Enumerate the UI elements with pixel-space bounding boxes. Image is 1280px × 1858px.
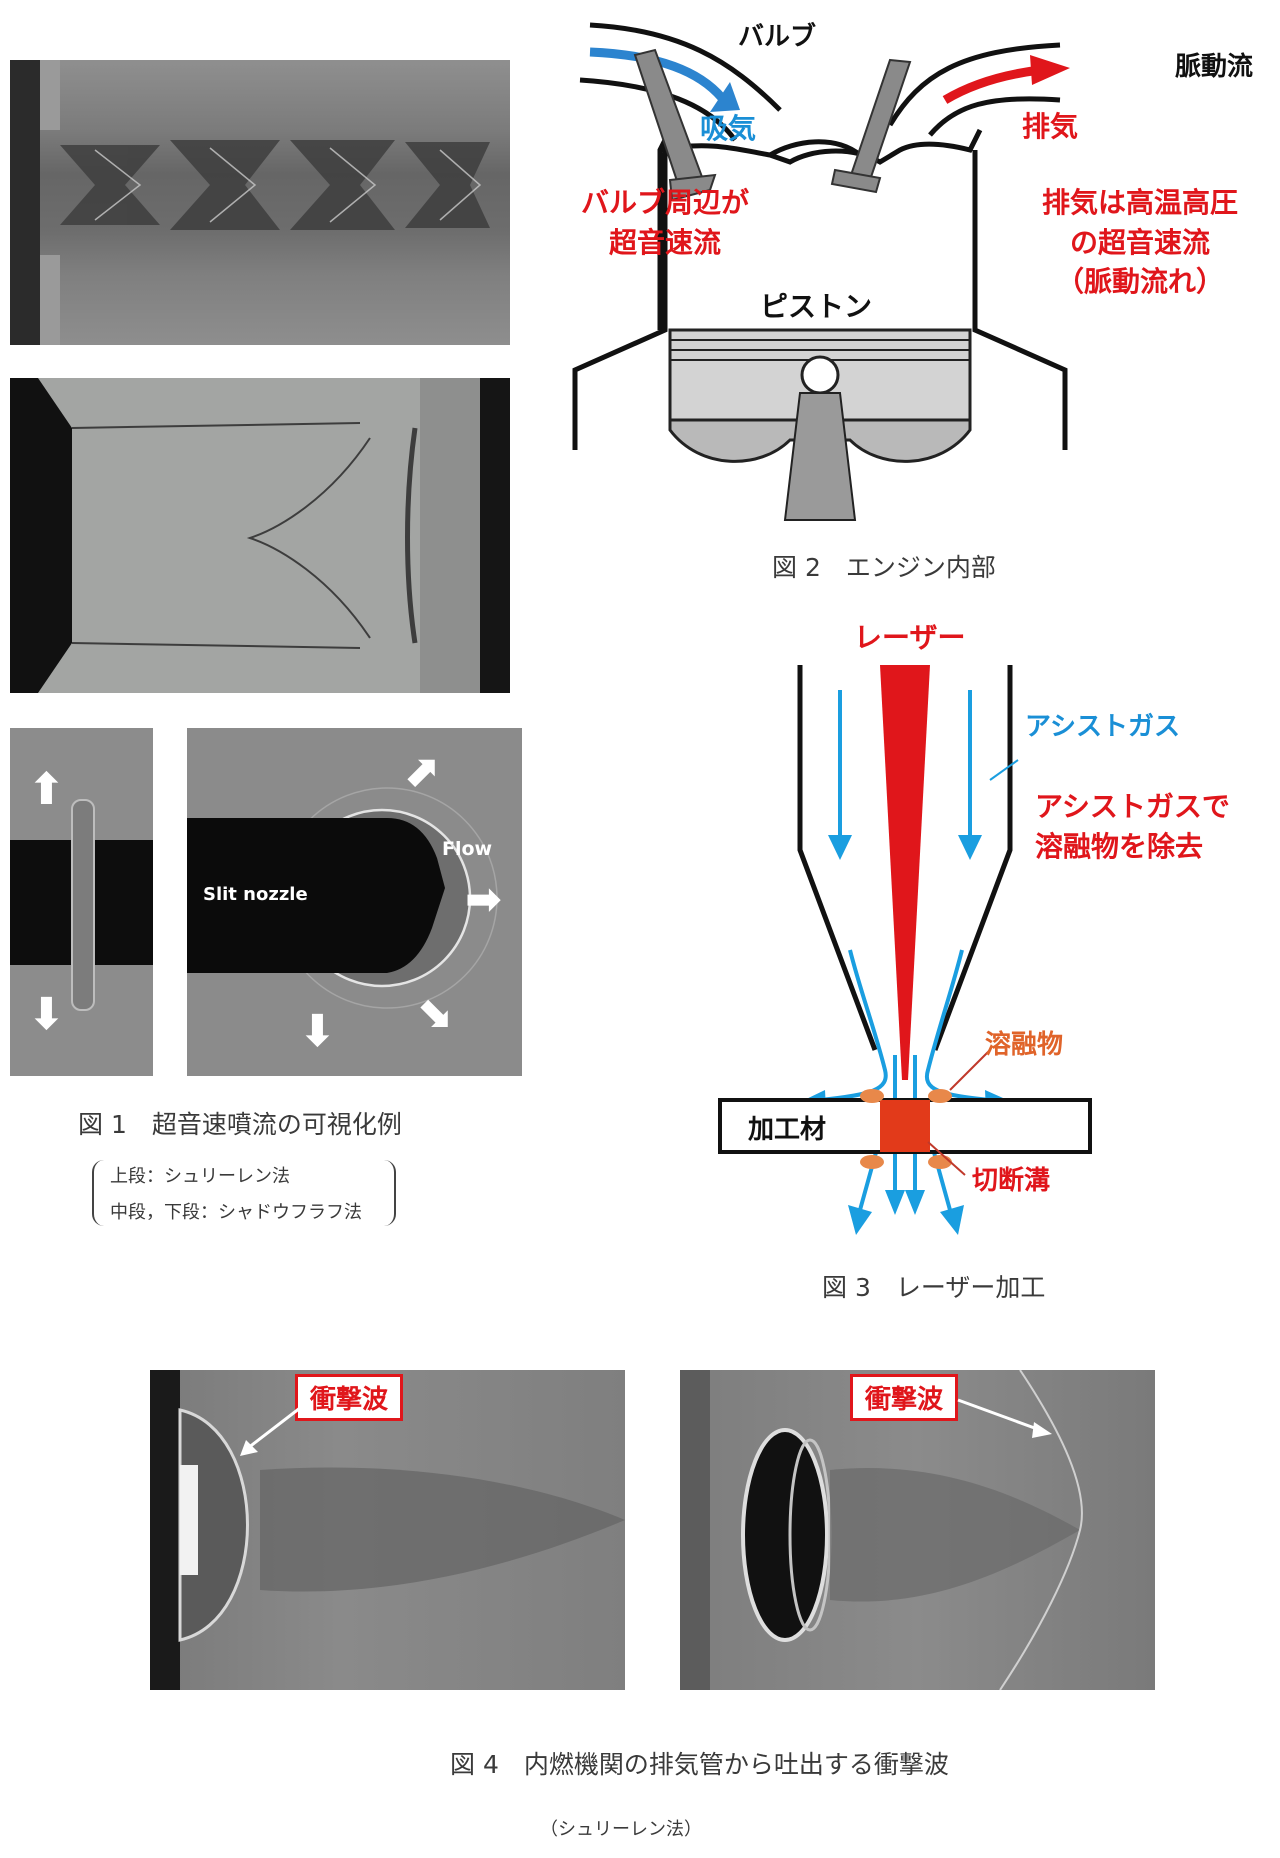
arrow-down-icon: ⬇ [299, 1006, 336, 1057]
fig3-note-1: アシストガスで [1035, 790, 1230, 823]
molten-label: 溶融物 [985, 1030, 1064, 1060]
kerf-label: 切断溝 [972, 1166, 1051, 1196]
arrow-up-icon: ⬆ [28, 764, 65, 815]
fig2-right-note: 排気は高温高圧 の超音速流 （脈動流れ） [1020, 186, 1260, 299]
fig2-engine-diagram [572, 22, 1070, 521]
assist-gas-label: アシストガス [1025, 712, 1180, 742]
fig2-left-note-2: 超音速流 [608, 225, 721, 259]
fig1-schlieren-drawing [10, 60, 490, 345]
fig3-note-2: 溶融物を除去 [1035, 829, 1204, 863]
valve-label: バルブ [738, 22, 817, 52]
fig3-note: アシストガスで 溶融物を除去 [1035, 790, 1230, 863]
fig1-note-line1: 上段：シュリーレン法 [110, 1166, 290, 1187]
fig2-left-note: バルブ周辺が 超音速流 [560, 186, 770, 259]
arrow-se-icon: ⬊ [415, 986, 452, 1037]
arrow-down-icon: ⬇ [28, 989, 65, 1040]
fig1-note-line2: 中段，下段：シャドウフラフ法 [110, 1202, 362, 1223]
fig4-sub: （シュリーレン法） [540, 1819, 702, 1840]
fig1-slit-side-drawing [10, 799, 153, 1011]
fig2-right-note-2: の超音速流 [1069, 225, 1210, 259]
arrow-right-icon: ➡ [465, 874, 502, 925]
flow-label: Flow [442, 838, 493, 860]
fig4-left-photo [150, 1370, 625, 1690]
shock-label-right: 衝撃波 [850, 1374, 959, 1421]
shock-label-left: 衝撃波 [295, 1374, 404, 1421]
fig1-caption: 図 1 超音速噴流の可視化例 [78, 1110, 402, 1139]
fig1-slit-nozzle-drawing [187, 787, 498, 1009]
fig1-note-bracket-right [380, 1160, 396, 1226]
fig2-left-note-1: バルブ周辺が [580, 186, 749, 219]
exhaust-label: 排気 [1022, 110, 1079, 143]
fig1-slit-side-photo: ⬆ ⬇ [10, 728, 153, 1076]
fig1-schlieren-photo [10, 60, 510, 345]
fig4-left-drawing [150, 1370, 625, 1690]
fig4-right-drawing [680, 1370, 1083, 1690]
slit-nozzle-label: Slit nozzle [203, 884, 308, 905]
fig1-note-bracket-left [92, 1160, 108, 1226]
workpiece-label: 加工材 [748, 1115, 827, 1145]
fig2-right-note-1: 排気は高温高圧 [1041, 186, 1238, 219]
fig2-right-note-3: （脈動流れ） [1055, 265, 1224, 299]
fig1-slit-nozzle-photo: Slit nozzle Flow ⬈ ➡ ⬊ ⬇ [187, 728, 522, 1076]
fig1-shadowgraph-photo [10, 378, 510, 693]
fig4-right-photo [680, 1370, 1155, 1690]
fig3-caption: 図 3 レーザー加工 [822, 1273, 1046, 1302]
fig1-shadowgraph-drawing [10, 378, 510, 693]
piston-label: ピストン [760, 290, 873, 323]
fig2-caption: 図 2 エンジン内部 [772, 553, 996, 582]
fig3-laser-diagram [718, 665, 1092, 1235]
fig4-caption: 図 4 内燃機関の排気管から吐出する衝撃波 [450, 1750, 949, 1779]
intake-label: 吸気 [700, 112, 757, 145]
pulse-flow-label: 脈動流 [1175, 52, 1254, 82]
arrow-ne-icon: ⬈ [402, 746, 439, 797]
laser-label: レーザー [854, 621, 966, 654]
